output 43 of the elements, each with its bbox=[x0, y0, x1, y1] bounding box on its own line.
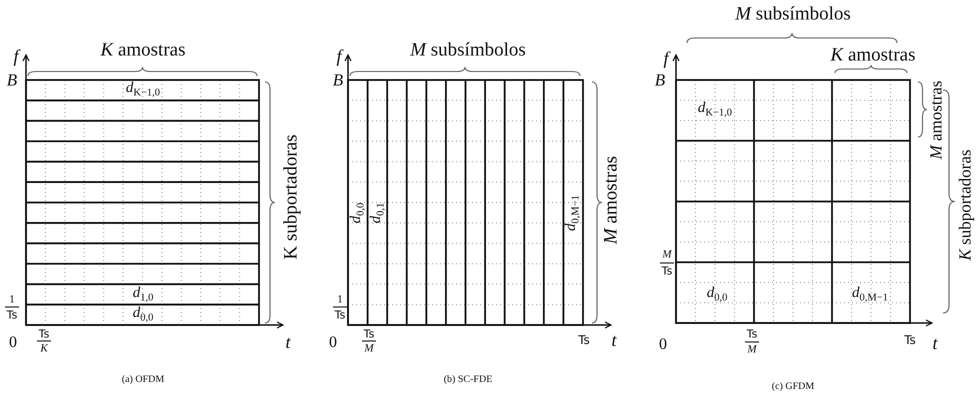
symbol-label: d$_{1,0}$ bbox=[132, 286, 154, 304]
tick-label: K bbox=[40, 344, 48, 354]
tick-label: M bbox=[747, 344, 757, 356]
brace-label: M amostras bbox=[928, 80, 944, 160]
brace-label: M subsímbolos bbox=[410, 40, 526, 60]
brace-label: K subportadoras bbox=[282, 134, 300, 260]
tick-label: B bbox=[654, 72, 666, 88]
tick-label: 0 bbox=[9, 335, 17, 351]
brace-label: M subsímbolos bbox=[735, 4, 851, 24]
tick-label: Ts bbox=[334, 310, 346, 320]
axis-label: t bbox=[612, 331, 616, 349]
figure-caption: (a) OFDM bbox=[122, 375, 164, 385]
tick-label: 1 bbox=[9, 294, 15, 306]
tick-label: M bbox=[662, 250, 672, 260]
tick-label: Ts bbox=[662, 266, 672, 276]
axis-label: f bbox=[14, 47, 18, 65]
brace-label: K amostras bbox=[100, 40, 186, 60]
figure-caption: (c) GFDM bbox=[772, 382, 814, 392]
tick-label: B bbox=[6, 72, 18, 88]
tick-label: Ts bbox=[38, 328, 50, 340]
brace-label: K amostras bbox=[830, 46, 916, 64]
axis-label: f bbox=[336, 47, 342, 65]
figure-caption: (b) SC-FDE bbox=[444, 375, 492, 385]
axis-label: t bbox=[286, 333, 290, 351]
symbol-label: d$_{0,0}$ bbox=[706, 286, 728, 304]
tick-label: Ts bbox=[6, 310, 18, 320]
tick-label: Ts bbox=[364, 328, 374, 340]
tick-label: Ts bbox=[578, 334, 590, 346]
tick-label: B bbox=[332, 72, 344, 88]
axis-label: f bbox=[664, 49, 668, 67]
brace-label: M amostras bbox=[602, 156, 620, 244]
symbol-label: d$_{0,0}$ bbox=[132, 306, 154, 324]
symbol-label: d$_{0,M−1}$ bbox=[852, 286, 888, 304]
symbol-label: d$_{K−1,0}$ bbox=[126, 81, 160, 99]
axis-label: t bbox=[932, 334, 938, 352]
symbol-label: d$_{K−1,0}$ bbox=[698, 101, 732, 119]
brace-label: K subportadoras bbox=[956, 150, 974, 260]
tick-label: Ts bbox=[746, 328, 758, 340]
tick-label: 1 bbox=[337, 294, 343, 306]
tick-label: M bbox=[364, 344, 374, 354]
tick-label: 0 bbox=[659, 337, 667, 353]
tick-label: Ts bbox=[904, 334, 916, 346]
tick-label: 0 bbox=[329, 335, 337, 351]
